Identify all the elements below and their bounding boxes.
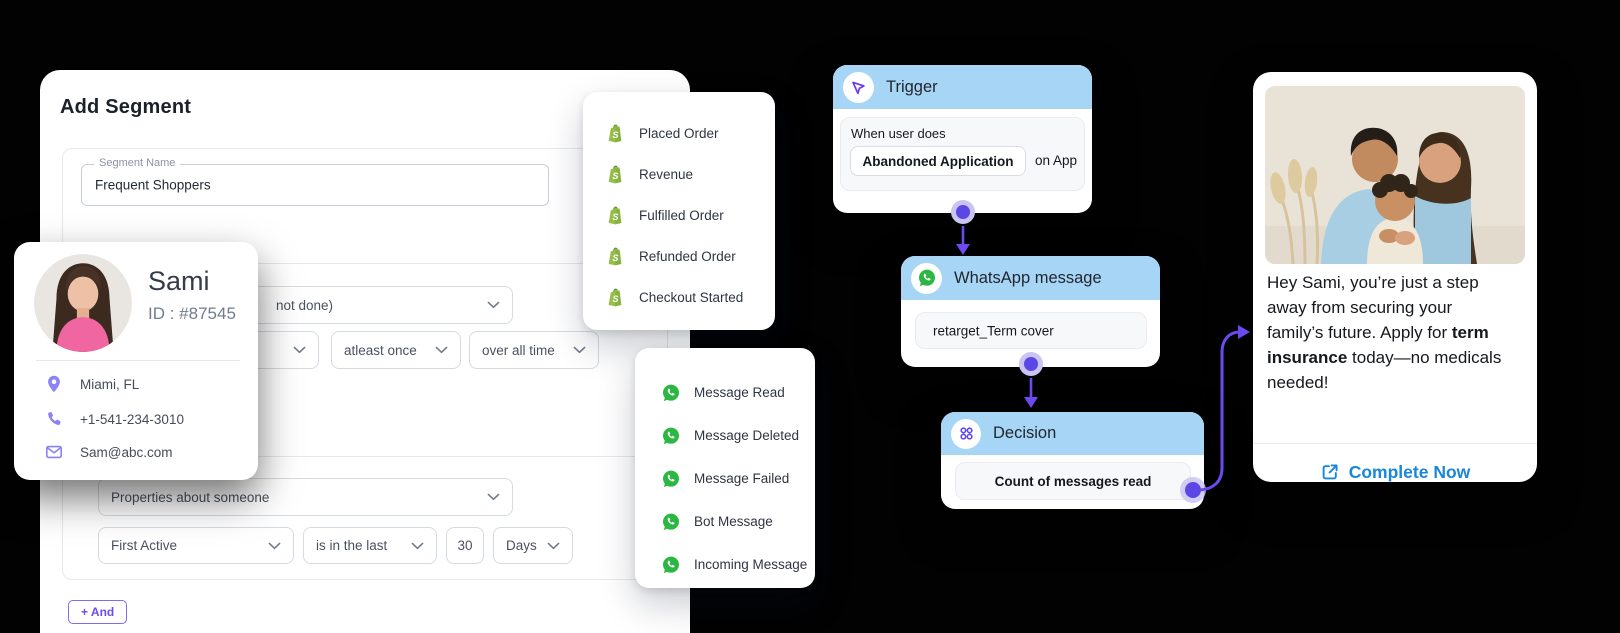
contact-email-row: Sam@abc.com — [44, 442, 172, 462]
whatsapp-message-node[interactable]: WhatsApp message retarget_Term cover — [901, 256, 1160, 367]
shopify-icon — [605, 246, 626, 267]
whatsapp-icon — [661, 469, 681, 489]
decision-grid-icon — [951, 418, 981, 449]
mail-icon — [44, 442, 64, 462]
menu-item-incoming-message[interactable]: Incoming Message — [661, 543, 815, 586]
frequency-select-value: atleast once — [344, 342, 417, 358]
decision-condition: Count of messages read — [994, 473, 1152, 489]
flow-arrowhead — [1238, 325, 1250, 339]
section-divider — [63, 456, 667, 457]
flow-arrowhead — [1024, 397, 1038, 408]
event-select-value: not done) — [276, 297, 334, 313]
divider — [36, 360, 240, 361]
whatsapp-events-menu: Message Read Message Deleted Message Fai… — [635, 348, 815, 588]
whatsapp-icon — [661, 555, 681, 575]
menu-item-placed-order[interactable]: Placed Order — [605, 113, 775, 154]
chevron-down-icon — [268, 542, 281, 550]
complete-now-label: Complete Now — [1348, 461, 1471, 482]
amount-value: 30 — [457, 538, 473, 553]
shopify-icon — [605, 123, 626, 144]
shopify-icon — [605, 287, 626, 308]
menu-item-checkout-started[interactable]: Checkout Started — [605, 277, 775, 318]
decision-node[interactable]: Decision Count of messages read — [941, 412, 1204, 509]
whatsapp-node-title: WhatsApp message — [954, 268, 1102, 287]
menu-item-fulfilled-order[interactable]: Fulfilled Order — [605, 195, 775, 236]
contact-location: Miami, FL — [80, 376, 140, 392]
property-field-value: First Active — [111, 538, 178, 553]
phone-icon — [44, 409, 64, 429]
contact-phone: +1-541-234-3010 — [80, 411, 184, 427]
menu-item-revenue[interactable]: Revenue — [605, 154, 775, 195]
operator-select[interactable]: is in the last — [303, 527, 437, 564]
unit-select[interactable]: Days — [493, 527, 573, 564]
frequency-select[interactable]: atleast once — [331, 331, 461, 369]
whatsapp-template-name: retarget_Term cover — [933, 323, 1054, 338]
segment-name-label: Segment Name — [94, 157, 181, 169]
whatsapp-preview-card: Hey Sami, you’re just a step away from s… — [1253, 72, 1537, 482]
property-category-value: Properties about someone — [111, 489, 270, 505]
section-divider — [63, 263, 667, 264]
unit-value: Days — [506, 538, 537, 553]
flow-curve-arrow — [1199, 330, 1241, 492]
whatsapp-icon — [661, 383, 681, 403]
chevron-down-icon — [573, 346, 586, 354]
trigger-condition-label: When user does — [851, 126, 946, 141]
page-title: Add Segment — [60, 96, 192, 118]
whatsapp-icon — [661, 426, 681, 446]
decision-node-header: Decision — [941, 412, 1204, 455]
trigger-node[interactable]: Trigger When user does Abandoned Applica… — [833, 65, 1092, 213]
operator-value: is in the last — [316, 538, 388, 553]
segment-name-value: Frequent Shoppers — [95, 177, 211, 193]
chevron-down-icon — [487, 301, 500, 309]
chevron-down-icon — [293, 346, 306, 354]
decision-condition-box[interactable]: Count of messages read — [955, 462, 1191, 500]
segment-name-field[interactable]: Segment Name Frequent Shoppers — [81, 157, 549, 206]
menu-item-message-deleted[interactable]: Message Deleted — [661, 414, 815, 457]
decision-node-title: Decision — [993, 424, 1057, 442]
message-text: Hey Sami, you’re just a step away from s… — [1267, 273, 1502, 392]
menu-item-message-failed[interactable]: Message Failed — [661, 457, 815, 500]
contact-phone-row: +1-541-234-3010 — [44, 409, 184, 429]
timeframe-select[interactable]: over all time — [469, 331, 599, 369]
shopify-events-menu: Placed Order Revenue Fulfilled Order Ref… — [583, 92, 775, 330]
trigger-event-pill[interactable]: Abandoned Application — [850, 146, 1026, 176]
menu-item-message-read[interactable]: Message Read — [661, 371, 815, 414]
trigger-node-title: Trigger — [886, 77, 938, 96]
trigger-condition-box: When user does Abandoned Application on … — [840, 117, 1085, 191]
menu-item-bot-message[interactable]: Bot Message — [661, 500, 815, 543]
shopify-icon — [605, 164, 626, 185]
contact-name: Sami — [148, 266, 210, 296]
cursor-icon — [843, 71, 874, 103]
property-category-select[interactable]: Properties about someone — [98, 478, 513, 516]
shopify-icon — [605, 205, 626, 226]
trigger-node-header: Trigger — [833, 65, 1092, 109]
contact-card: Sami ID : #87545 Miami, FL +1-541-234-30… — [14, 242, 258, 480]
timeframe-select-value: over all time — [482, 342, 555, 358]
chevron-down-icon — [547, 542, 560, 550]
whatsapp-icon — [661, 512, 681, 532]
external-link-icon — [1320, 462, 1340, 482]
location-pin-icon — [44, 374, 64, 394]
chevron-down-icon — [411, 542, 424, 550]
family-photo — [1265, 86, 1525, 264]
contact-id: ID : #87545 — [148, 304, 236, 323]
amount-input[interactable]: 30 — [446, 527, 484, 564]
chevron-down-icon — [487, 493, 500, 501]
divider — [1253, 443, 1537, 444]
menu-item-refunded-order[interactable]: Refunded Order — [605, 236, 775, 277]
trigger-event-suffix: on App — [1035, 153, 1078, 168]
avatar — [34, 254, 132, 352]
complete-now-button[interactable]: Complete Now — [1253, 452, 1537, 492]
property-field-select[interactable]: First Active — [98, 527, 294, 564]
add-and-condition-button[interactable]: + And — [68, 600, 128, 624]
flow-arrowhead — [956, 244, 970, 255]
chevron-down-icon — [435, 346, 448, 354]
whatsapp-node-header: WhatsApp message — [901, 256, 1160, 300]
contact-email: Sam@abc.com — [80, 444, 173, 460]
contact-location-row: Miami, FL — [44, 374, 139, 394]
whatsapp-icon — [911, 262, 942, 294]
whatsapp-template-box[interactable]: retarget_Term cover — [915, 312, 1147, 349]
